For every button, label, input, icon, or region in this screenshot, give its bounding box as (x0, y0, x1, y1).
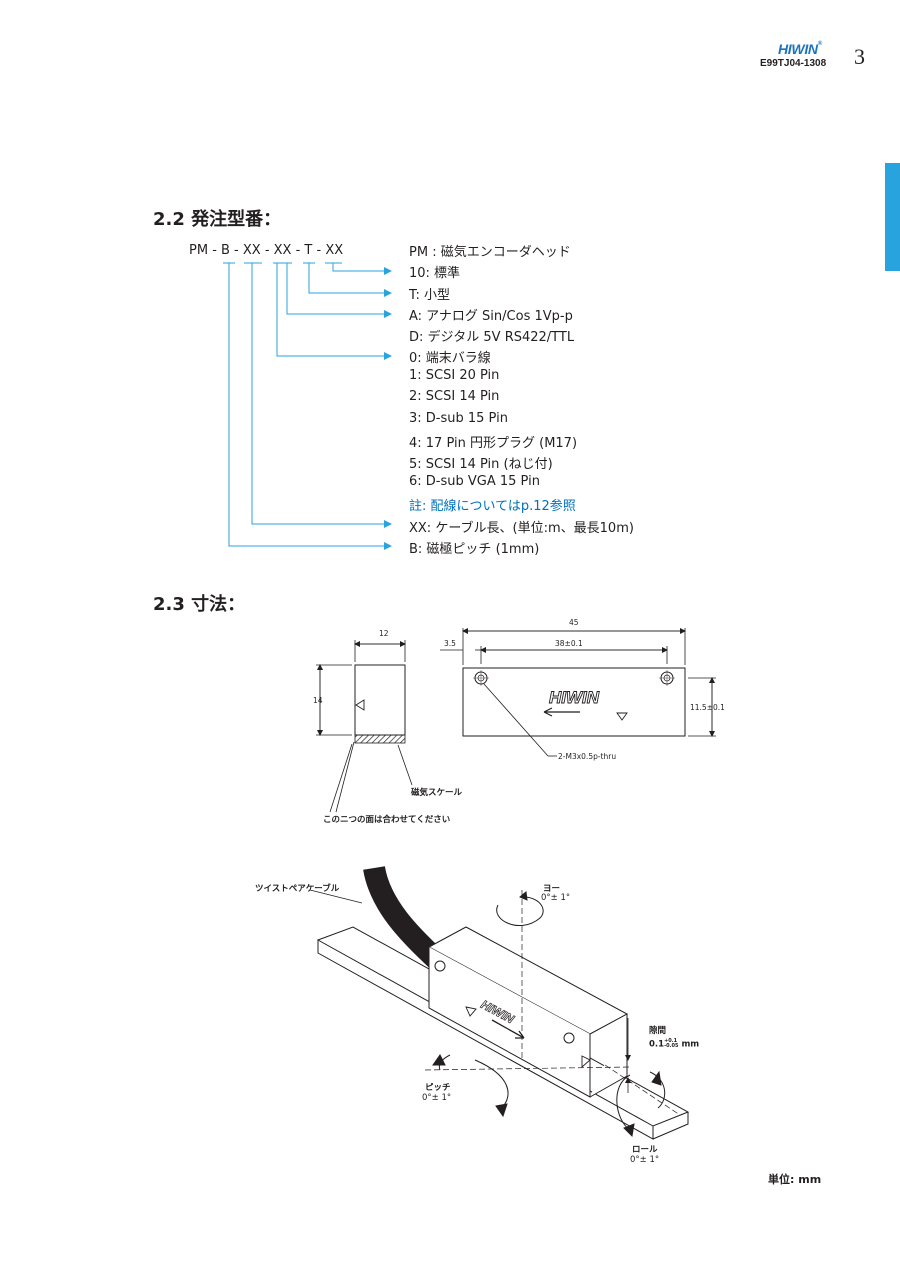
order-code-connectors (223, 262, 392, 550)
total-length-label: 45 (569, 618, 579, 627)
order-code-heading: 2.2 発注型番： (153, 209, 282, 230)
option-a: A: アナログ Sin/Cos 1Vp-p (409, 309, 573, 324)
dimensions-heading: 2.3 寸法： (153, 594, 246, 615)
side-view-drawing (316, 640, 413, 813)
option-5: 5: SCSI 14 Pin (ねじ付) (409, 457, 553, 472)
isometric-drawing (309, 865, 690, 1140)
hole-pitch-label: 38±0.1 (555, 639, 583, 648)
option-cable-length: XX: ケーブル長、(単位:m、最長10m) (409, 521, 634, 536)
option-10: 10: 標準 (409, 266, 461, 281)
connector-10 (332, 263, 392, 275)
unit-note: 単位: mm (768, 1173, 822, 1186)
logo-text: HIWIN (778, 41, 818, 57)
twisted-pair-cable-label: ツイストペアケーブル (255, 884, 340, 894)
pitch-label: ピッチ (425, 1083, 451, 1093)
alignment-note: このニつの面は合わせてください (323, 815, 451, 825)
front-view-drawing (440, 628, 716, 757)
document-code: E99TJ04-1308 (760, 58, 827, 69)
registered-mark: ® (817, 41, 822, 47)
connector-connector-type (276, 263, 392, 360)
connector-pole-pitch (228, 263, 392, 550)
connector-cable-length (251, 263, 392, 528)
side-height-label: 14 (313, 696, 323, 705)
yaw-value: 0°± 1° (541, 893, 571, 903)
front-height-label: 11.5±0.1 (690, 703, 725, 712)
connector-t (308, 263, 392, 297)
pitch-value: 0°± 1° (422, 1093, 452, 1103)
gap-value: 0.1+0.1-0.05 mm (649, 1038, 700, 1050)
mounting-hole-label: 2-M3x0.5p-thru (558, 752, 617, 761)
option-t: T: 小型 (409, 288, 451, 303)
hiwin-logo: HIWIN® (778, 41, 822, 57)
yaw-label: ヨー (543, 884, 561, 894)
front-view-logo: HIWIN (549, 688, 600, 707)
option-0: 0: 端末バラ線 (409, 351, 491, 366)
option-2: 2: SCSI 14 Pin (409, 389, 500, 404)
option-6: 6: D-sub VGA 15 Pin (409, 474, 540, 489)
page-number: 3 (854, 44, 865, 69)
option-d: D: デジタル 5V RS422/TTL (409, 330, 575, 345)
gap-label: 隙間 (649, 1026, 667, 1036)
roll-value: 0°± 1° (630, 1155, 660, 1165)
magnetic-scale-label: 磁気スケール (411, 788, 463, 798)
option-3: 3: D-sub 15 Pin (409, 411, 508, 426)
model-code: PM - B - XX - XX - T - XX (189, 243, 344, 258)
side-width-label: 12 (379, 629, 389, 638)
wiring-note: 註: 配線についてはp.12参照 (409, 499, 576, 514)
option-pole-pitch: B: 磁極ピッチ (1mm) (409, 542, 540, 557)
connector-a-d (286, 263, 392, 318)
option-1: 1: SCSI 20 Pin (409, 368, 500, 383)
option-pm: PM : 磁気エンコーダヘッド (409, 245, 571, 260)
hole-offset-label: 3.5 (444, 639, 456, 648)
roll-label: ロール (632, 1145, 658, 1155)
chapter-side-tab (885, 163, 900, 271)
option-4: 4: 17 Pin 円形プラグ (M17) (409, 436, 578, 451)
